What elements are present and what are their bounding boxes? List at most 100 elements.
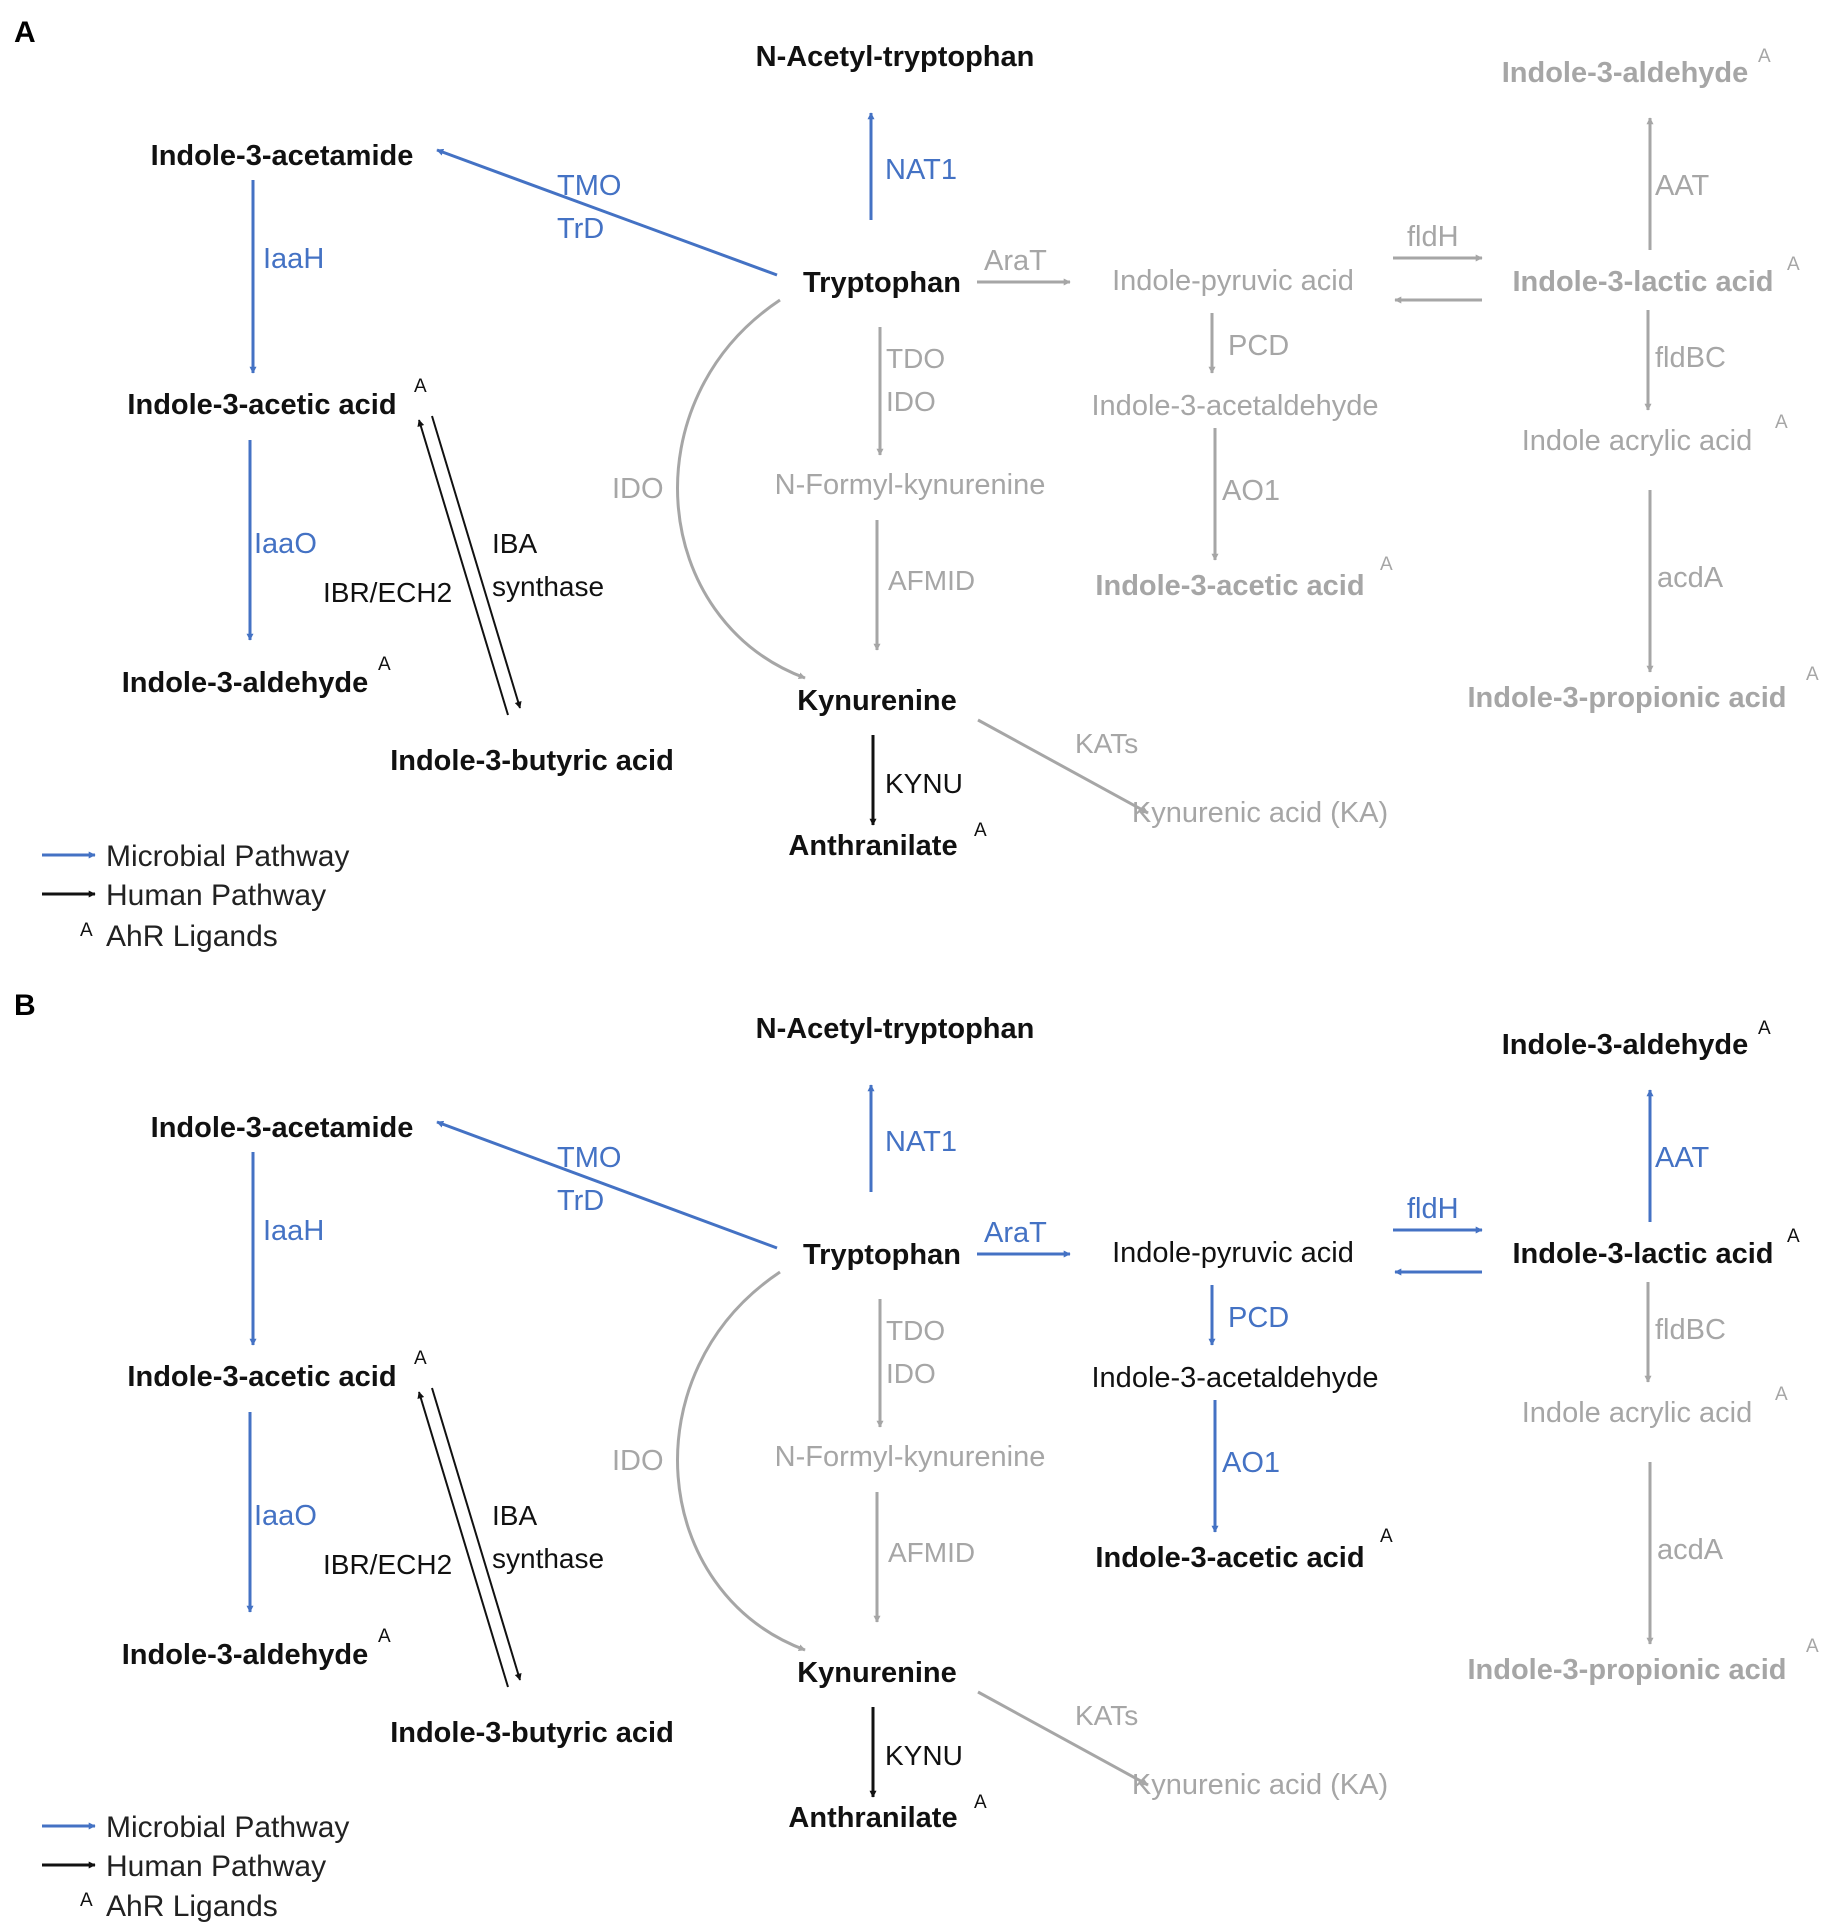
node-n-formyl-kynurenine: N-Formyl-kynurenine — [775, 1441, 1046, 1473]
enzyme-fldh: fldH — [1407, 221, 1459, 253]
ahr-marker: A — [414, 376, 427, 397]
enzyme-afmid: AFMID — [888, 565, 975, 596]
enzyme-iaao: IaaO — [254, 1500, 317, 1532]
ahr-marker: A — [414, 1348, 427, 1369]
node-n-acetyl-tryptophan: N-Acetyl-tryptophan — [756, 41, 1035, 73]
ahr-marker: A — [1775, 412, 1788, 433]
enzyme-arat: AraT — [984, 245, 1047, 277]
legend-microbial-label: Microbial Pathway — [106, 840, 349, 873]
node-indole-3-propionic-acid: Indole-3-propionic acid — [1467, 1654, 1786, 1686]
arrow-ido-arc — [676, 298, 806, 680]
enzyme-nat1: NAT1 — [885, 1126, 957, 1158]
enzyme-kynu: KYNU — [885, 1740, 963, 1771]
legend-human-label: Human Pathway — [106, 879, 326, 912]
enzyme-iba-synthase-line1: IBA — [492, 528, 537, 559]
node-indole-3-butyric-acid: Indole-3-butyric acid — [390, 745, 674, 777]
enzyme-pcd: PCD — [1228, 330, 1289, 362]
node-indole-3-acetamide: Indole-3-acetamide — [151, 140, 414, 172]
enzyme-aat: AAT — [1655, 1142, 1710, 1174]
ahr-marker: A — [1380, 554, 1393, 575]
node-kynurenic-acid: Kynurenic acid (KA) — [1132, 1769, 1388, 1801]
node-kynurenine: Kynurenine — [797, 685, 957, 717]
enzyme-ido: IDO — [886, 386, 936, 417]
enzyme-pcd: PCD — [1228, 1302, 1289, 1334]
enzyme-iaah: IaaH — [263, 243, 324, 275]
ahr-marker: A — [378, 1626, 391, 1647]
legend-ahr-label: AhR Ligands — [106, 920, 278, 953]
node-tryptophan: Tryptophan — [803, 1239, 961, 1271]
arrow-kyn-to-kynurenic — [977, 1690, 1149, 1787]
legend-ahr-label: AhR Ligands — [106, 1890, 278, 1923]
ahr-marker: A — [1806, 664, 1819, 685]
node-indole-3-acetic-acid-mid: Indole-3-acetic acid — [1095, 1542, 1364, 1574]
panel-label-b: B — [14, 989, 36, 1022]
enzyme-ibr-ech2: IBR/ECH2 — [323, 577, 452, 608]
legend-b: Microbial Pathway Human Pathway A AhR Li… — [42, 1811, 349, 1923]
node-indole-3-butyric-acid: Indole-3-butyric acid — [390, 1717, 674, 1749]
ahr-marker: A — [1806, 1636, 1819, 1657]
enzyme-tdo: TDO — [886, 343, 945, 374]
node-indole-3-propionic-acid: Indole-3-propionic acid — [1467, 682, 1786, 714]
arrow-kyn-to-kynurenic — [977, 718, 1149, 815]
node-indole-3-acetaldehyde: Indole-3-acetaldehyde — [1092, 390, 1379, 422]
enzyme-trd: TrD — [557, 213, 604, 245]
arrow-trp-to-acetamide — [436, 1120, 778, 1250]
legend-human-label: Human Pathway — [106, 1850, 326, 1883]
node-indole-3-acetic-acid-left: Indole-3-acetic acid — [127, 389, 396, 421]
enzyme-acda: acdA — [1657, 562, 1724, 594]
enzyme-tdo: TDO — [886, 1315, 945, 1346]
enzyme-ido-arc: IDO — [612, 473, 664, 505]
enzyme-iba-synthase-line2: synthase — [492, 571, 604, 602]
node-n-acetyl-tryptophan: N-Acetyl-tryptophan — [756, 1013, 1035, 1045]
enzyme-ao1: AO1 — [1222, 1447, 1280, 1479]
node-indole-acrylic-acid: Indole acrylic acid — [1522, 1397, 1753, 1429]
enzyme-arat: AraT — [984, 1217, 1047, 1249]
node-indole-3-aldehyde-right: Indole-3-aldehyde — [1502, 57, 1749, 89]
node-indole-3-lactic-acid: Indole-3-lactic acid — [1512, 1238, 1773, 1270]
enzyme-iaah: IaaH — [263, 1215, 324, 1247]
legend-a: Microbial Pathway Human Pathway A AhR Li… — [42, 840, 349, 953]
node-kynurenic-acid: Kynurenic acid (KA) — [1132, 797, 1388, 829]
legend-ahr-marker: A — [80, 920, 93, 941]
enzyme-kats: KATs — [1075, 1700, 1138, 1731]
ahr-marker: A — [378, 654, 391, 675]
enzyme-acda: acdA — [1657, 1534, 1724, 1566]
enzyme-ibr-ech2: IBR/ECH2 — [323, 1549, 452, 1580]
enzyme-ido: IDO — [886, 1358, 936, 1389]
panel-a: A N-Acetyl-tryptophan Indole-3-acetamide… — [14, 16, 1819, 953]
enzyme-trd: TrD — [557, 1185, 604, 1217]
node-indole-3-aldehyde-left: Indole-3-aldehyde — [122, 1639, 369, 1671]
ahr-marker: A — [1758, 1018, 1771, 1039]
node-indole-pyruvic-acid: Indole-pyruvic acid — [1112, 265, 1354, 297]
enzyme-kynu: KYNU — [885, 768, 963, 799]
enzyme-iba-synthase-line1: IBA — [492, 1500, 537, 1531]
legend-ahr-marker: A — [80, 1890, 93, 1911]
arrow-butyric-to-iaa — [417, 419, 509, 716]
node-anthranilate: Anthranilate — [788, 1802, 957, 1834]
node-tryptophan: Tryptophan — [803, 267, 961, 299]
enzyme-aat: AAT — [1655, 170, 1710, 202]
arrow-ido-arc — [676, 1270, 806, 1652]
ahr-marker: A — [1787, 1226, 1800, 1247]
enzyme-tmo: TMO — [557, 1142, 621, 1174]
node-indole-3-acetaldehyde: Indole-3-acetaldehyde — [1092, 1362, 1379, 1394]
node-indole-3-acetic-acid-mid: Indole-3-acetic acid — [1095, 570, 1364, 602]
ahr-marker: A — [1775, 1384, 1788, 1405]
enzyme-fldbc: fldBC — [1655, 342, 1726, 374]
ahr-marker: A — [1380, 1526, 1393, 1547]
ahr-marker: A — [1787, 254, 1800, 275]
ahr-marker: A — [1758, 46, 1771, 67]
arrow-iaa-to-butyric — [431, 415, 522, 709]
panel-b: B N-Acetyl-tryptophan Indole-3-acetamide… — [14, 989, 1819, 1923]
arrow-trp-to-acetamide — [436, 148, 778, 277]
node-indole-3-aldehyde-left: Indole-3-aldehyde — [122, 667, 369, 699]
node-indole-3-aldehyde-right: Indole-3-aldehyde — [1502, 1029, 1749, 1061]
enzyme-fldh: fldH — [1407, 1193, 1459, 1225]
enzyme-ao1: AO1 — [1222, 475, 1280, 507]
node-kynurenine: Kynurenine — [797, 1657, 957, 1689]
node-n-formyl-kynurenine: N-Formyl-kynurenine — [775, 469, 1046, 501]
ahr-marker: A — [974, 820, 987, 841]
legend-microbial-label: Microbial Pathway — [106, 1811, 349, 1844]
enzyme-fldbc: fldBC — [1655, 1314, 1726, 1346]
